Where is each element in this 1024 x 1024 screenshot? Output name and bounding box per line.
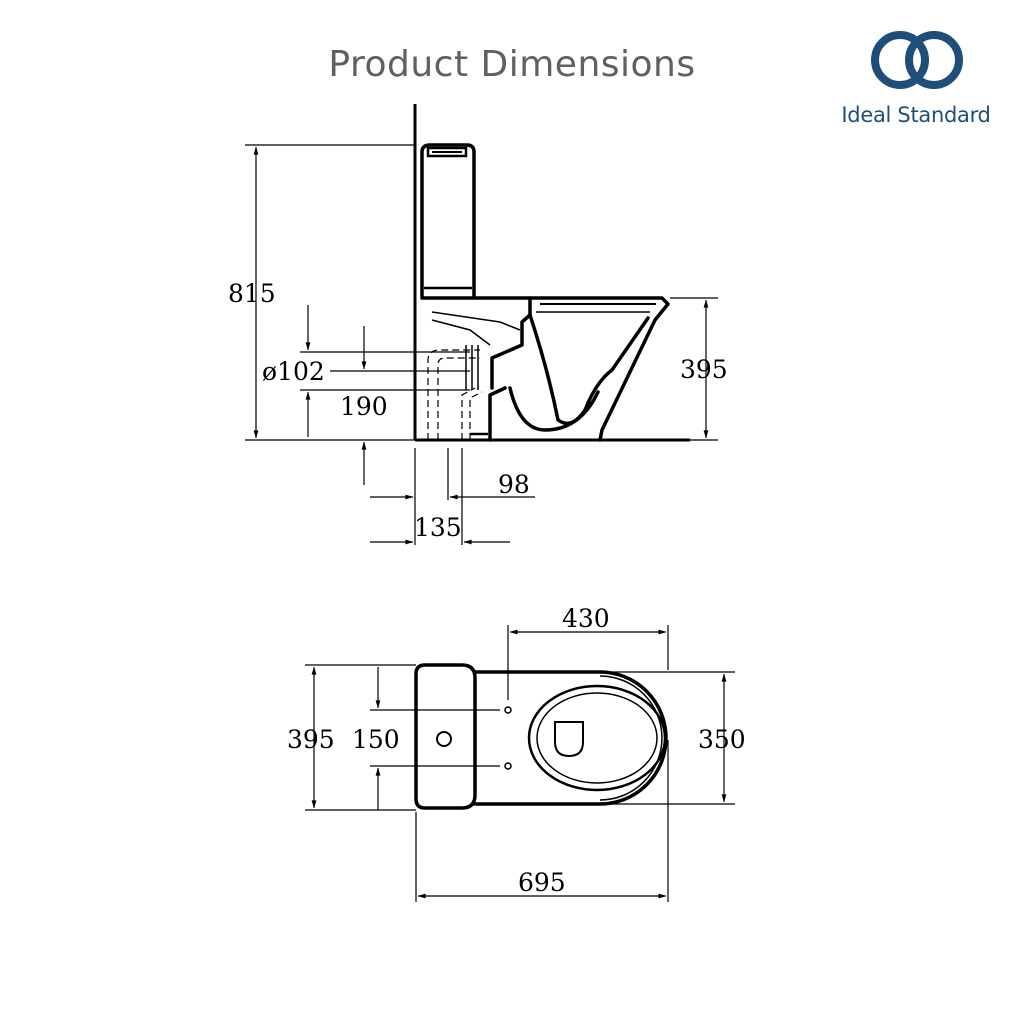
pan-side [420, 296, 670, 442]
ideal-standard-logo-icon [871, 31, 963, 89]
top-view: 430 395 150 350 695 [287, 604, 746, 902]
dim-overall-length: 695 [518, 868, 566, 897]
pan-top [473, 670, 668, 806]
seat-inner [536, 692, 658, 784]
seat-outer [527, 684, 667, 792]
dim-total-height: 815 [228, 279, 276, 308]
dim-cistern-width: 395 [287, 725, 335, 754]
outlet-pipe [427, 345, 483, 440]
brand-name: Ideal Standard [841, 103, 991, 127]
dim-outlet-diameter: ø102 [262, 357, 325, 386]
flush-button-icon [436, 731, 452, 747]
cistern-side [420, 143, 476, 298]
bowl-opening [554, 721, 584, 758]
cistern-top [414, 663, 477, 810]
dim-fixing-spacing: 150 [352, 725, 400, 754]
fixing-hole-icon [504, 706, 512, 714]
side-view: 815 ø102 190 395 98 135 [228, 104, 728, 545]
dim-outlet-height: 190 [340, 392, 388, 421]
fixing-hole-icon [504, 762, 512, 770]
dim-outlet-offset: 98 [498, 470, 530, 499]
dim-pan-width: 350 [698, 725, 746, 754]
dim-pan-height: 395 [680, 355, 728, 384]
page-title: Product Dimensions [328, 44, 696, 85]
dim-wall-to-outlet: 135 [414, 513, 462, 542]
dim-pan-length: 430 [562, 604, 610, 633]
